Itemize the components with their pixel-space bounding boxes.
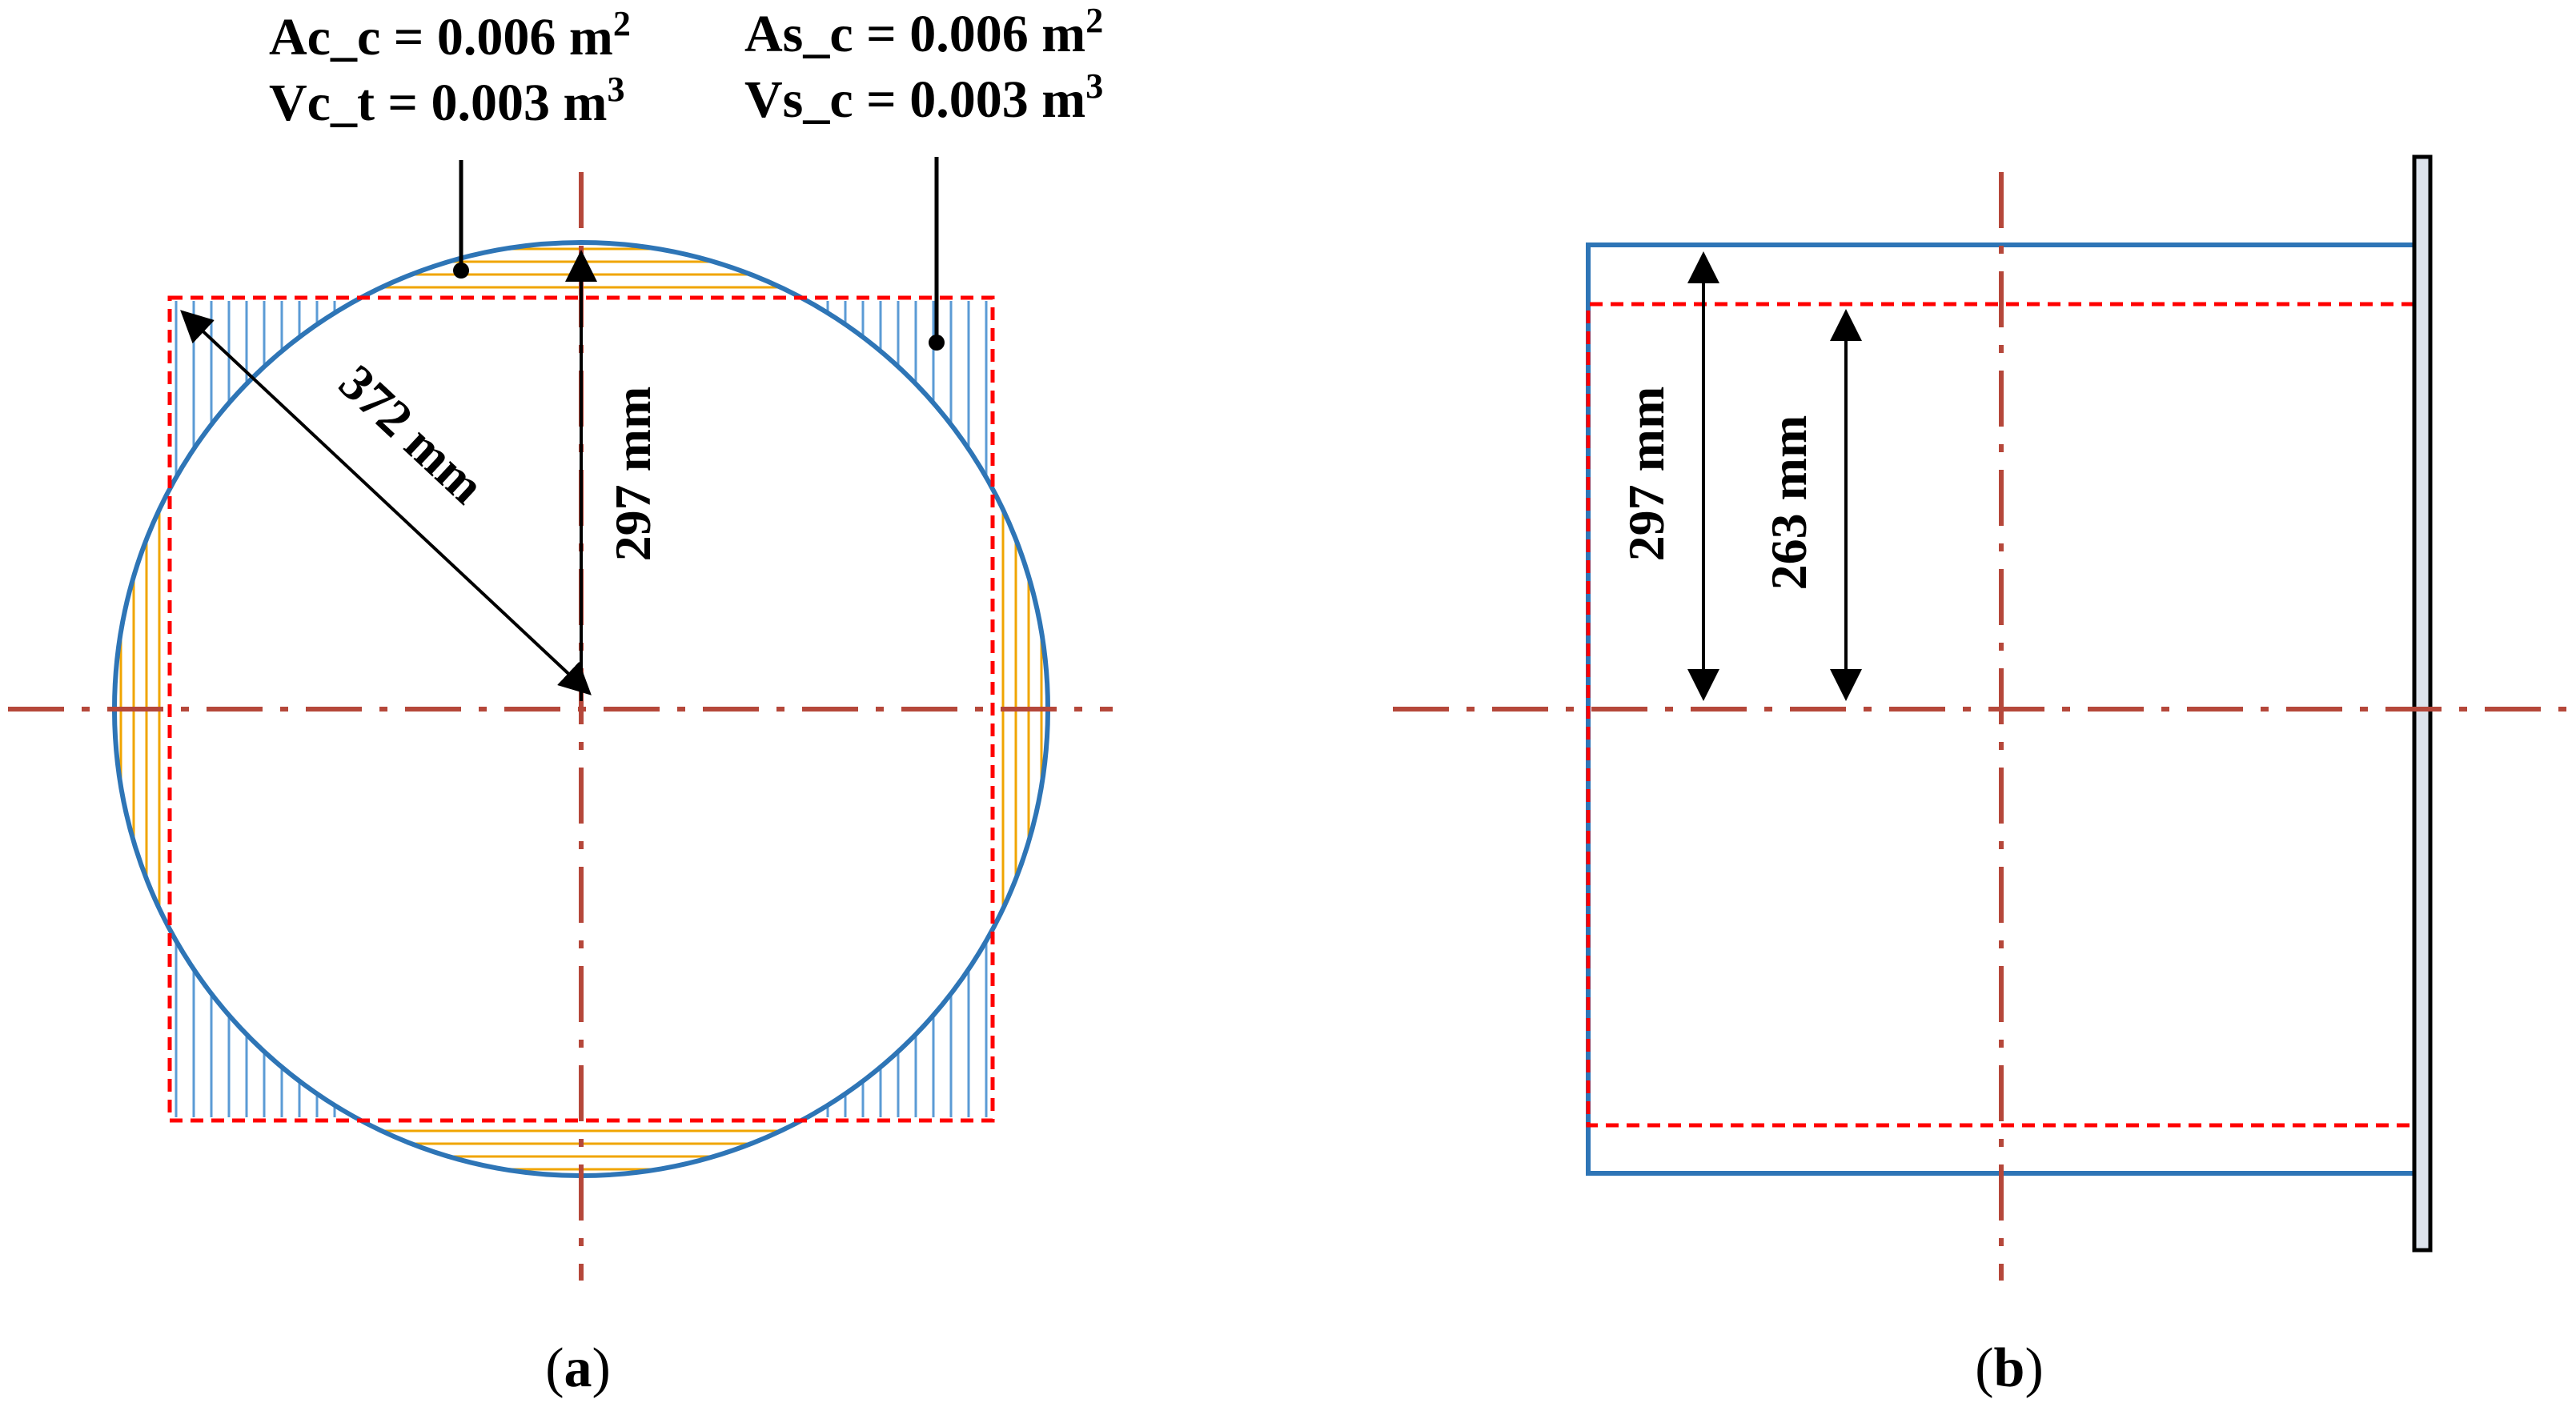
- annotation-ac-c: Ac_c = 0.006 m2: [269, 4, 631, 67]
- annotation-vc-t: Vc_t = 0.003 m3: [269, 70, 625, 133]
- panel-b: 297 mm 263 mm (b): [1393, 154, 2570, 1399]
- panel-a: Ac_c = 0.006 m2 Vc_t = 0.003 m3 As_c = 0…: [8, 1, 1113, 1399]
- diagonal-dimension-label: 372 mm: [329, 354, 496, 515]
- radius-dimension-label: 297 mm: [604, 387, 661, 562]
- inscribed-square: [167, 295, 995, 1123]
- panel-a-label: (a): [545, 1337, 611, 1399]
- leader-dot-corner-segment: [453, 263, 469, 279]
- annotation-as-c: As_c = 0.006 m2: [744, 1, 1103, 64]
- flange-plate: [2412, 154, 2433, 1253]
- diagonal-dimension-arrow: [180, 310, 592, 695]
- inner-profile: [1586, 302, 2414, 1128]
- annotation-vs-c: Vs_c = 0.003 m3: [744, 66, 1103, 130]
- outer-dimension-label: 297 mm: [1618, 387, 1675, 562]
- panel-b-label: (b): [1975, 1337, 2044, 1399]
- inner-dimension-label: 263 mm: [1760, 415, 1817, 591]
- leader-dot-square-corner: [929, 335, 945, 351]
